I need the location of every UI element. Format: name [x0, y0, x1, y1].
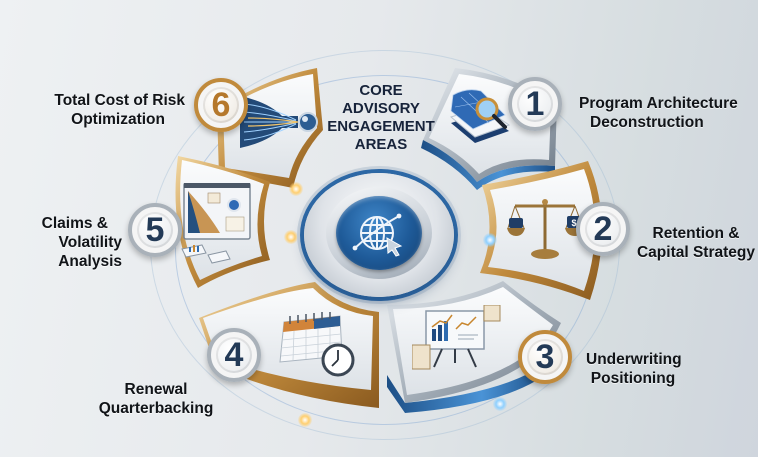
- blueprint-magnifier-icon: [449, 89, 511, 143]
- panel-2: [470, 155, 610, 305]
- analytics-dashboard-icon: [181, 183, 251, 264]
- badge-2: 2: [576, 202, 630, 256]
- diagram-title: CORE ADVISORY ENGAGEMENT AREAS: [327, 82, 435, 153]
- badge-3: 3: [518, 330, 572, 384]
- label-area-1: Program Architecture Deconstruction: [579, 95, 738, 131]
- calendar-clock-icon: [279, 312, 355, 377]
- badge-6: 6: [194, 78, 248, 132]
- glow-spark: [289, 182, 303, 196]
- label-area-5: Claims & Volatility Analysis: [41, 215, 122, 270]
- central-hub: [304, 173, 454, 297]
- glow-spark: [284, 230, 298, 244]
- badge-5: 5: [128, 203, 182, 257]
- presentation-board-icon: [412, 305, 501, 370]
- glow-spark: [298, 413, 312, 427]
- badge-1: 1: [508, 77, 562, 131]
- balance-scale-icon: $: [507, 199, 584, 259]
- label-area-4: Renewal Quarterbacking: [98, 381, 214, 417]
- svg-text:$: $: [571, 218, 576, 228]
- globe-cursor-icon: [352, 213, 403, 257]
- label-area-2: Retention & Capital Strategy: [636, 225, 755, 261]
- glow-spark: [483, 233, 497, 247]
- label-area-3: Underwriting Positioning: [586, 351, 682, 387]
- badge-4: 4: [207, 328, 261, 382]
- label-area-6: Total Cost of Risk Optimization: [54, 92, 185, 128]
- glow-spark: [493, 397, 507, 411]
- data-funnel-icon: [240, 96, 318, 148]
